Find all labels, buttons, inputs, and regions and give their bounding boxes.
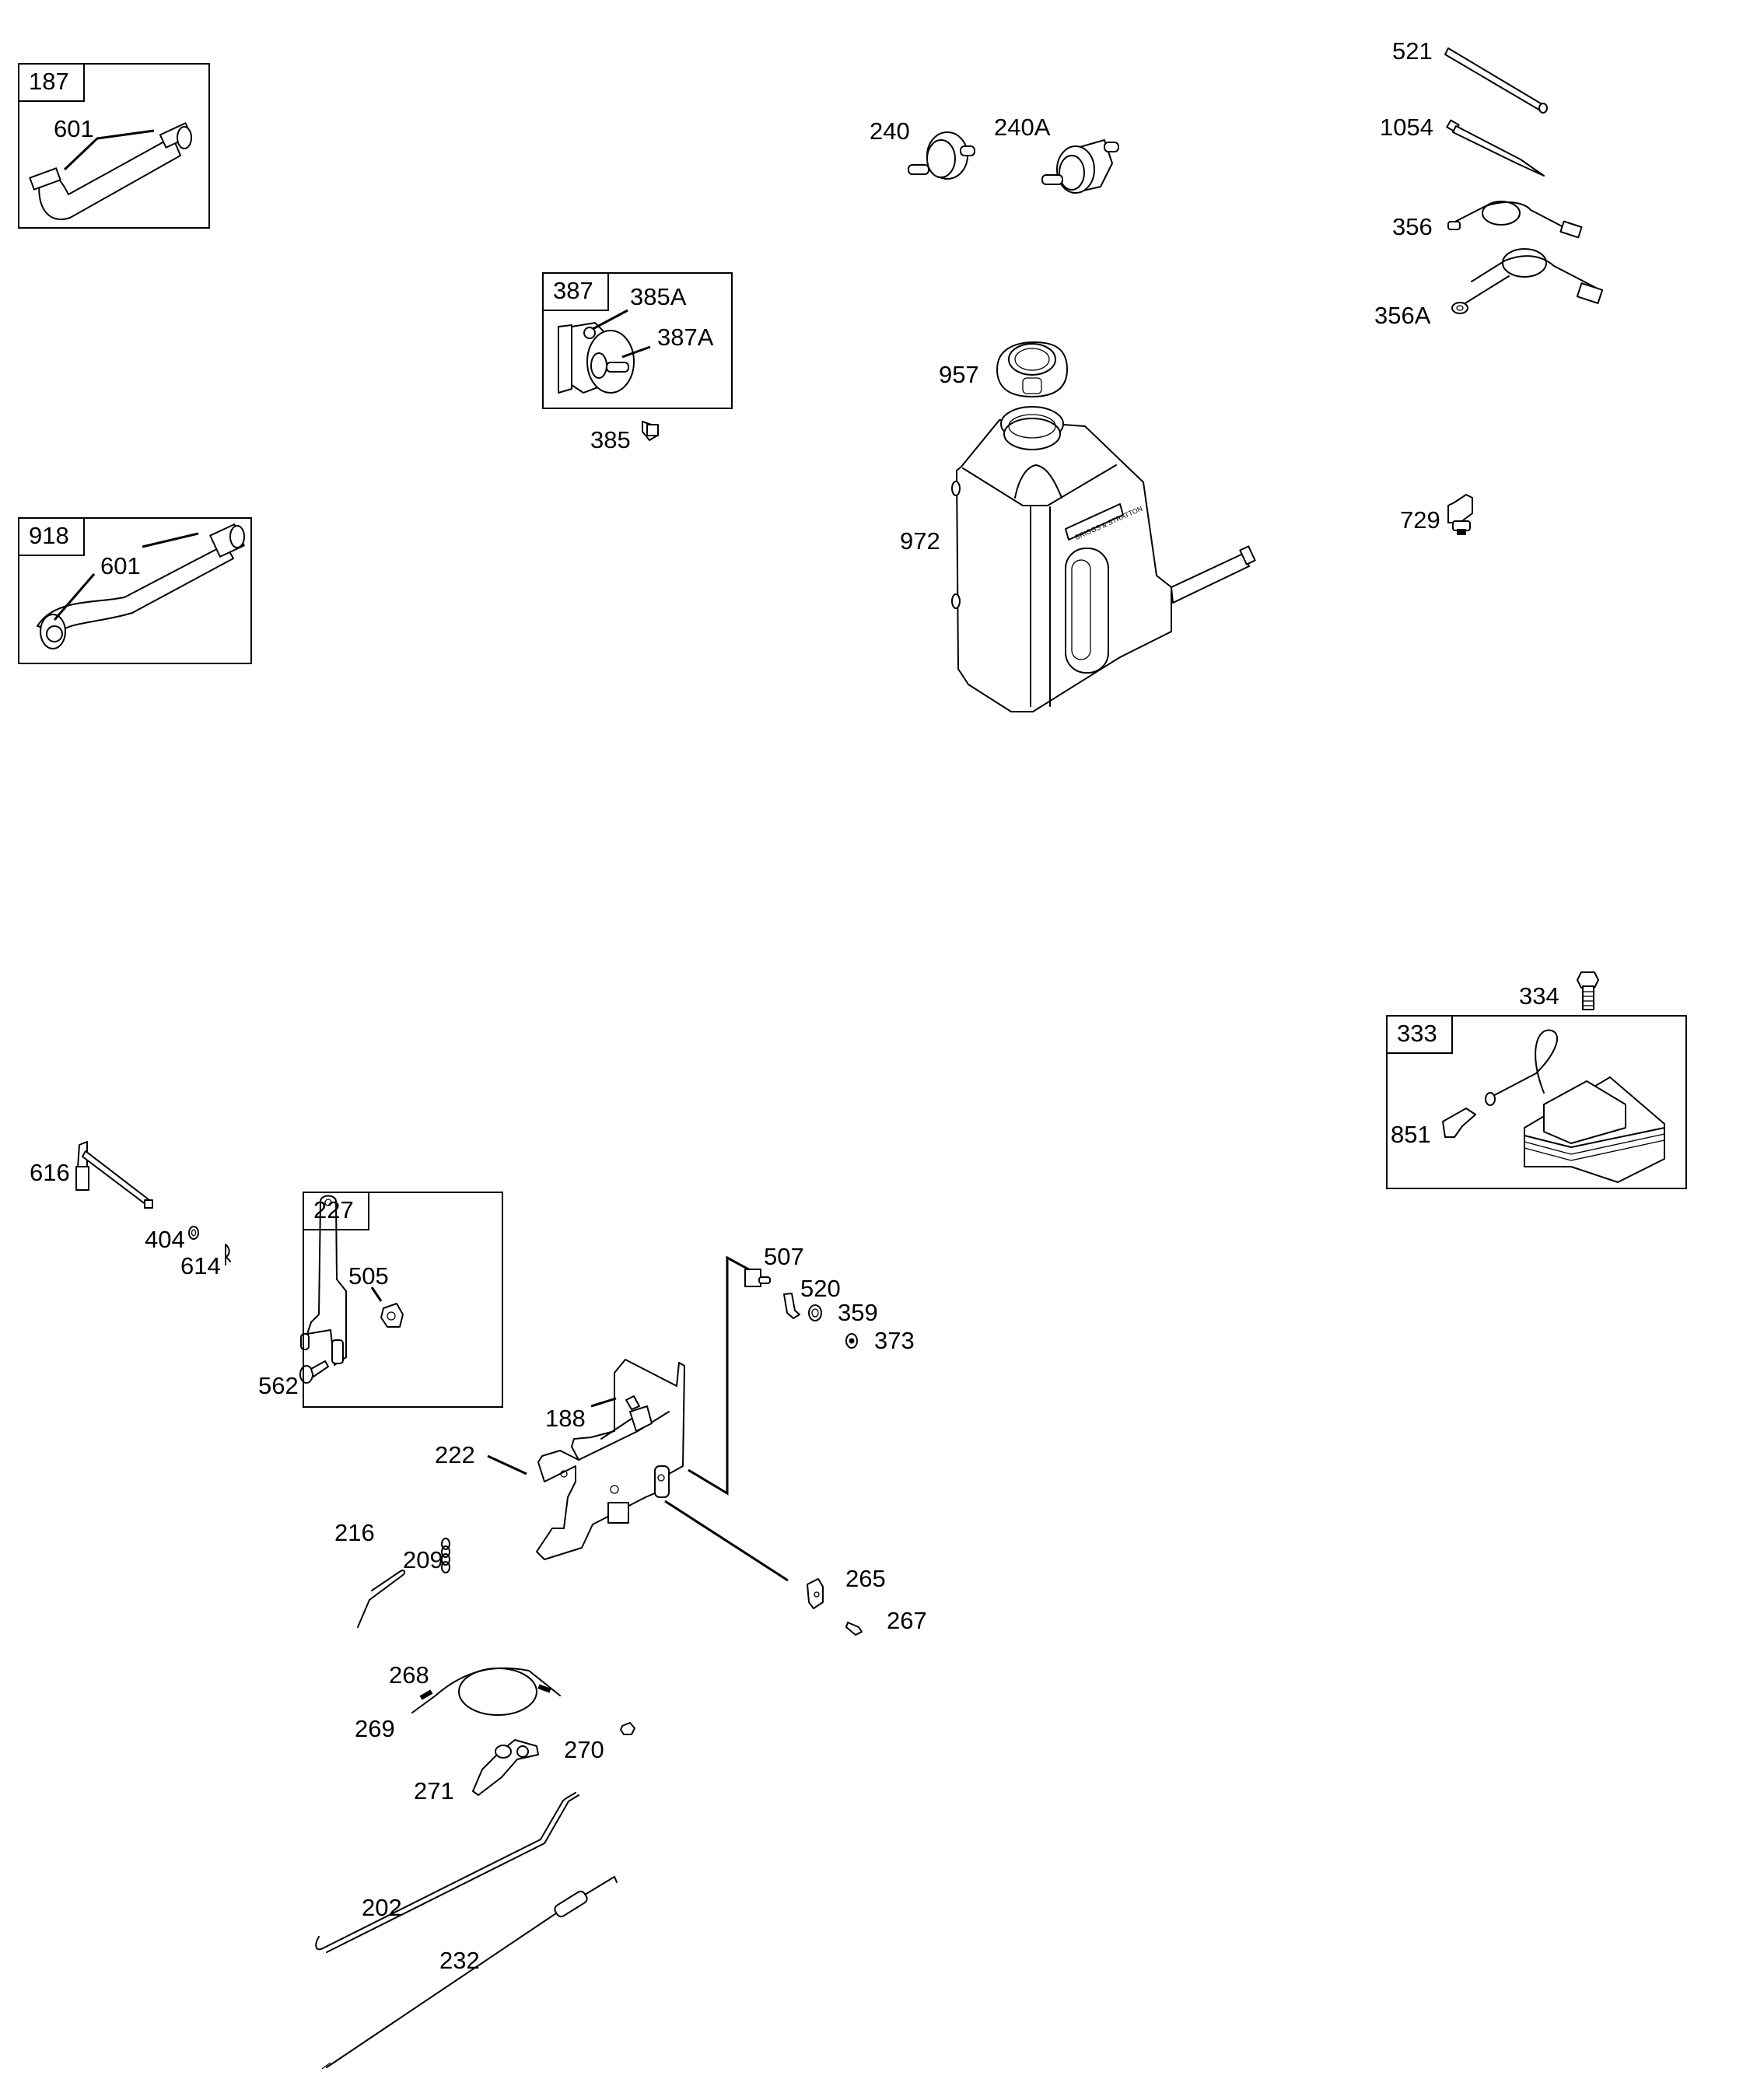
part-label-202: 202 bbox=[362, 1894, 402, 1921]
kit-box-227: 227 bbox=[303, 1192, 503, 1408]
part-label-851: 851 bbox=[1391, 1121, 1431, 1148]
part-label-520: 520 bbox=[800, 1275, 841, 1302]
part-label-385: 385 bbox=[590, 426, 631, 453]
bracket-265-drawing bbox=[807, 1578, 824, 1609]
part-label-601-kit918: 601 bbox=[100, 552, 141, 579]
bracket-520-drawing bbox=[783, 1293, 800, 1319]
screw-334-drawing bbox=[1577, 971, 1599, 1010]
part-label-270: 270 bbox=[564, 1736, 604, 1763]
fuel-filter-240A-drawing bbox=[1041, 139, 1119, 194]
hose-601-in-918-drawing bbox=[37, 523, 245, 649]
shaft-616-drawing bbox=[75, 1141, 153, 1209]
part-label-188: 188 bbox=[545, 1405, 586, 1432]
part-label-616: 616 bbox=[30, 1159, 70, 1186]
part-label-507: 507 bbox=[764, 1243, 804, 1270]
part-label-334: 334 bbox=[1519, 982, 1559, 1010]
screw-267-drawing bbox=[845, 1622, 863, 1636]
kit-box-333: 333 bbox=[1386, 1015, 1687, 1189]
fuel-cap-957-drawing bbox=[996, 341, 1068, 397]
part-label-209: 209 bbox=[403, 1546, 443, 1573]
fuel-pump-387-drawing bbox=[558, 309, 659, 441]
part-label-601-kit187: 601 bbox=[54, 115, 94, 142]
kit-number-227: 227 bbox=[304, 1193, 369, 1230]
part-label-972: 972 bbox=[900, 527, 940, 555]
nut-373-drawing bbox=[845, 1333, 858, 1349]
lever-227-drawing bbox=[299, 1195, 404, 1384]
part-label-232: 232 bbox=[439, 1947, 480, 1974]
kit-box-918: 918 bbox=[18, 517, 252, 664]
ignition-armature-333-drawing bbox=[1442, 1029, 1665, 1183]
part-label-268: 268 bbox=[389, 1661, 429, 1689]
nut-270-drawing bbox=[620, 1722, 635, 1735]
part-label-562: 562 bbox=[258, 1372, 299, 1399]
part-label-269: 269 bbox=[355, 1715, 395, 1742]
part-label-222: 222 bbox=[435, 1441, 475, 1468]
hose-521-drawing bbox=[1444, 47, 1548, 114]
part-label-614: 614 bbox=[180, 1252, 221, 1279]
lever-271-drawing bbox=[472, 1739, 539, 1796]
part-label-387A: 387A bbox=[657, 324, 714, 351]
part-label-356A: 356A bbox=[1374, 302, 1431, 329]
part-label-240: 240 bbox=[870, 117, 910, 145]
washer-404-drawing bbox=[188, 1226, 199, 1240]
kit-number-918: 918 bbox=[19, 519, 85, 556]
part-label-957: 957 bbox=[939, 361, 979, 388]
kit-box-187: 187 bbox=[18, 63, 210, 229]
wire-356-drawing bbox=[1447, 201, 1583, 239]
wire-356A-drawing bbox=[1451, 248, 1604, 314]
clip-729-drawing bbox=[1447, 494, 1473, 535]
part-label-356: 356 bbox=[1392, 213, 1433, 240]
kit-number-333: 333 bbox=[1388, 1017, 1453, 1054]
cable-268-269-drawing bbox=[411, 1667, 561, 1716]
part-label-385A: 385A bbox=[630, 283, 687, 310]
kit-number-187: 187 bbox=[19, 65, 85, 102]
part-label-267: 267 bbox=[887, 1607, 927, 1634]
part-label-729: 729 bbox=[1400, 506, 1440, 534]
spring-232-drawing bbox=[321, 1876, 618, 2070]
fuel-filter-240-drawing bbox=[908, 131, 975, 180]
control-bracket-222-drawing bbox=[487, 1255, 789, 1582]
part-label-1054: 1054 bbox=[1380, 114, 1433, 141]
washer-359-drawing bbox=[808, 1304, 822, 1321]
part-label-240A: 240A bbox=[994, 114, 1051, 141]
rod-202-drawing bbox=[315, 1792, 579, 1953]
part-label-271: 271 bbox=[414, 1777, 454, 1804]
link-216-drawing bbox=[357, 1570, 406, 1628]
part-label-265: 265 bbox=[845, 1565, 886, 1592]
spring-209-drawing bbox=[441, 1538, 450, 1573]
kit-box-387: 387 bbox=[542, 272, 733, 409]
part-label-505: 505 bbox=[348, 1262, 389, 1290]
pin-614-drawing bbox=[225, 1244, 231, 1265]
part-label-521: 521 bbox=[1392, 37, 1433, 65]
part-label-359: 359 bbox=[838, 1299, 878, 1326]
part-label-216: 216 bbox=[334, 1519, 375, 1546]
fuel-tank-972-drawing: BRIGGS & STRATTON bbox=[951, 406, 1256, 712]
terminal-507-drawing bbox=[744, 1269, 771, 1287]
part-label-373: 373 bbox=[874, 1327, 915, 1354]
hose-601-in-187-drawing bbox=[29, 122, 193, 220]
part-label-404: 404 bbox=[145, 1226, 185, 1253]
kit-number-387: 387 bbox=[544, 274, 609, 311]
cable-tie-1054-drawing bbox=[1446, 119, 1545, 177]
